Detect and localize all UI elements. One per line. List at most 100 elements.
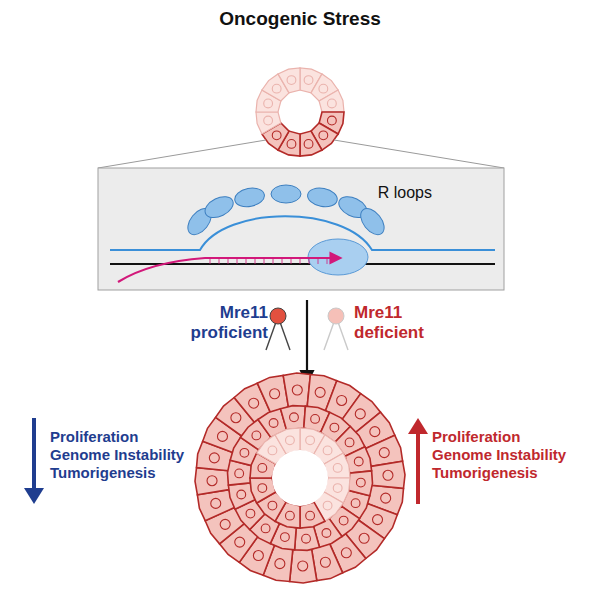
cell-nucleus xyxy=(211,498,221,508)
cell-nucleus xyxy=(249,398,259,408)
cell-nucleus xyxy=(287,139,296,148)
cell-nucleus xyxy=(339,516,348,525)
cell-nucleus xyxy=(240,448,249,457)
cell-nucleus xyxy=(330,423,339,432)
inset-box xyxy=(98,168,504,290)
cell-nucleus xyxy=(333,464,342,473)
cell xyxy=(275,428,300,454)
cell-nucleus xyxy=(220,519,230,529)
cell-nucleus xyxy=(209,453,219,463)
cell-nucleus xyxy=(286,436,295,445)
cell-nucleus xyxy=(235,469,244,478)
binding-protein xyxy=(356,204,389,239)
outcome-label: Proliferation Genome Instability Tumorig… xyxy=(432,428,582,482)
cell-nucleus xyxy=(298,561,308,571)
cell-nucleus xyxy=(319,131,328,140)
cell-nucleus xyxy=(323,446,332,455)
cell-nucleus xyxy=(207,476,217,486)
cell-nucleus xyxy=(272,131,281,140)
decrease-arrowhead xyxy=(24,488,44,504)
cell-nucleus xyxy=(381,493,391,503)
base-pair xyxy=(210,258,211,264)
cell-nucleus xyxy=(333,484,342,493)
cell-nucleus xyxy=(281,533,290,542)
cell-nucleus xyxy=(359,533,369,543)
base-pair xyxy=(237,258,238,264)
duct-cross-section xyxy=(256,68,344,156)
cell-nucleus xyxy=(315,387,325,397)
cell-nucleus xyxy=(258,464,267,473)
base-pair xyxy=(309,258,310,264)
cell-nucleus xyxy=(253,551,263,561)
cell-nucleus xyxy=(322,529,331,538)
cell-nucleus xyxy=(264,99,273,108)
mre11-symbol xyxy=(266,308,290,350)
condition-label: Mre11 proficient xyxy=(176,303,268,344)
cell-nucleus xyxy=(306,436,315,445)
cell xyxy=(371,461,405,488)
binding-protein xyxy=(202,193,237,222)
cell-nucleus xyxy=(264,116,273,125)
inset-panel: R loops xyxy=(98,168,504,290)
cell-nucleus xyxy=(354,457,363,466)
cell-nucleus xyxy=(306,511,315,520)
base-pair xyxy=(228,258,229,264)
cell-nucleus xyxy=(356,478,365,487)
tumour xyxy=(195,373,405,583)
cell-nucleus xyxy=(320,557,330,567)
cell-nucleus xyxy=(237,490,246,499)
zoom-line xyxy=(98,140,266,168)
cell-nucleus xyxy=(286,511,295,520)
base-pair xyxy=(246,258,247,264)
cell-nucleus xyxy=(268,446,277,455)
cell-nucleus xyxy=(275,559,285,569)
cell-nucleus xyxy=(287,76,296,85)
cell-nucleus xyxy=(311,414,320,423)
cell-nucleus xyxy=(302,534,311,543)
cell xyxy=(195,468,229,495)
title: Oncogenic Stress xyxy=(0,8,600,31)
cell-nucleus xyxy=(268,501,277,510)
cell xyxy=(300,502,325,528)
rna-transcript xyxy=(118,258,340,282)
cell-nucleus xyxy=(355,409,365,419)
base-pair xyxy=(300,258,301,264)
cell xyxy=(295,526,320,550)
cell-nucleus xyxy=(323,501,332,510)
cell xyxy=(278,68,300,93)
process-arrow xyxy=(306,300,308,382)
cell-nucleus xyxy=(351,499,360,508)
cell xyxy=(300,131,322,156)
cell xyxy=(319,90,344,112)
panel-label: R loops xyxy=(378,184,432,202)
cell-nucleus xyxy=(319,84,328,93)
cell-nucleus xyxy=(258,484,267,493)
cell-nucleus xyxy=(337,395,347,405)
cell-nucleus xyxy=(304,76,313,85)
base-pair xyxy=(282,258,283,264)
increase-arrow xyxy=(416,430,420,504)
cell-nucleus xyxy=(272,84,281,93)
decrease-arrow xyxy=(32,418,36,492)
cell-nucleus xyxy=(252,431,261,440)
mre11-symbol xyxy=(324,308,348,350)
cell-nucleus xyxy=(373,515,383,525)
cell-nucleus xyxy=(231,413,241,423)
base-pair xyxy=(264,258,265,264)
displaced-strand xyxy=(110,216,495,250)
cell xyxy=(290,549,317,583)
zoom-line xyxy=(334,140,504,168)
cell-nucleus xyxy=(327,116,336,125)
cell-nucleus xyxy=(269,419,278,428)
cell-nucleus xyxy=(327,99,336,108)
base-pair xyxy=(318,258,319,264)
cell-nucleus xyxy=(370,427,380,437)
cell-nucleus xyxy=(246,509,255,518)
cell xyxy=(324,453,350,478)
binding-protein xyxy=(306,186,339,209)
cell-nucleus xyxy=(379,448,389,458)
condition-label: Mre11 deficient xyxy=(354,303,446,344)
cell-nucleus xyxy=(290,413,299,422)
increase-arrowhead xyxy=(408,418,428,434)
